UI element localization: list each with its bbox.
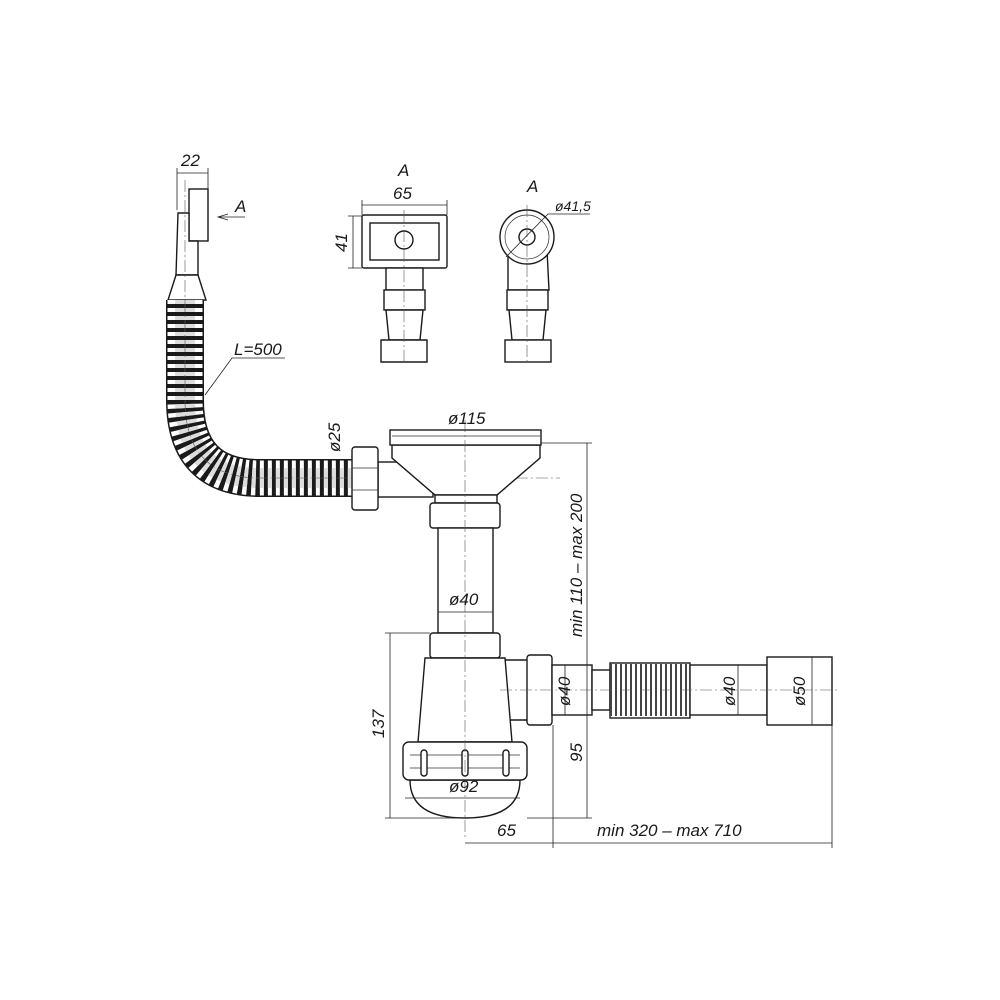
view-a-rect-height-label: 41 [332,233,351,252]
view-a-rect-width-label: 65 [393,184,412,203]
outlet-diameter-2-label: ø40 [720,676,739,706]
bottle-diameter-label: ø92 [449,777,479,796]
strainer-diameter-label: ø115 [448,409,486,428]
outlet-pipe [500,654,840,726]
pipe-diameter-label: ø40 [449,590,479,609]
outlet-diameter-1-label: ø40 [555,676,574,706]
height-range-label: min 110 – max 200 [567,493,586,637]
bottle-height-label: 137 [369,709,388,738]
view-a-round-diameter-label: ø41,5 [555,198,591,214]
outlet-offset-label: 65 [497,821,516,840]
view-a-rect-title: A [397,161,409,180]
overflow-head [167,188,209,301]
vertical-pipe [437,527,494,634]
outlet-diameter-3-label: ø50 [790,676,809,706]
outlet-height-label: 95 [567,743,586,762]
view-a-round [499,205,555,365]
overflow-hose [166,180,560,497]
dimension-lines [176,168,833,848]
hose-length-label: L=500 [234,340,282,359]
length-range-label: min 320 – max 710 [597,821,742,840]
hose-diameter-label: ø25 [325,422,344,452]
strainer [389,429,542,504]
section-arrow-label: A [234,197,246,216]
view-a-rectangular [361,210,448,365]
overflow-width-label: 22 [180,151,200,170]
view-a-round-title: A [526,177,538,196]
